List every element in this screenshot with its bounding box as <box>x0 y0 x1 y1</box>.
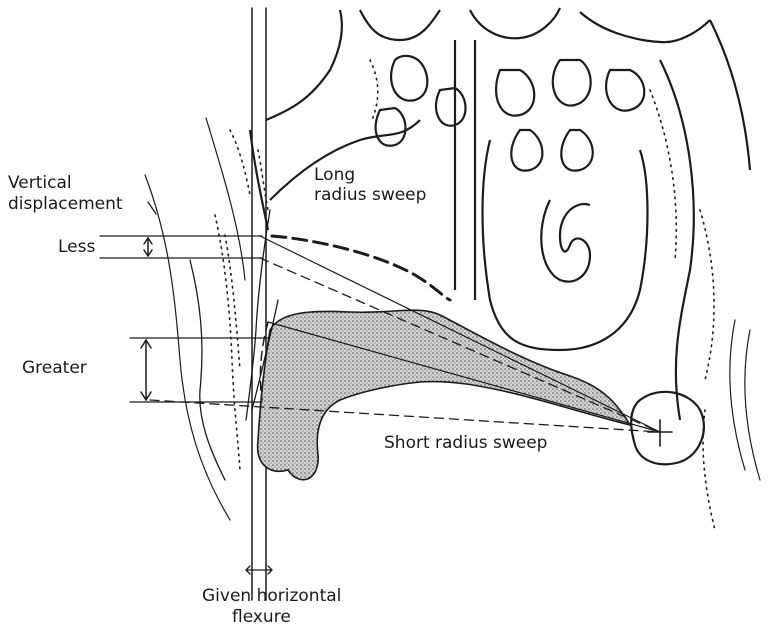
greater-arrow <box>141 340 151 400</box>
long-radius-label-1: Long <box>314 165 355 185</box>
less-arrow <box>144 238 152 256</box>
posterior-bone <box>631 392 704 464</box>
horizontal-flexure-label-1: Given horizontal <box>202 586 341 606</box>
greater-label: Greater <box>22 358 87 378</box>
stippled-soft-palate <box>258 310 630 480</box>
horizontal-flexure-arrows <box>246 566 272 574</box>
long-radius-label-2: radius sweep <box>314 185 426 205</box>
vertical-displacement-label-1: Vertical <box>8 173 72 193</box>
vertical-reference-lines <box>252 8 266 600</box>
left-soft-tissue <box>145 118 245 520</box>
horizontal-flexure-label-2: flexure <box>232 607 291 627</box>
vertical-displacement-label-2: displacement <box>8 194 123 214</box>
short-radius-label: Short radius sweep <box>384 433 547 453</box>
long-radius-sweep-arc <box>272 236 450 300</box>
less-label: Less <box>58 237 95 257</box>
